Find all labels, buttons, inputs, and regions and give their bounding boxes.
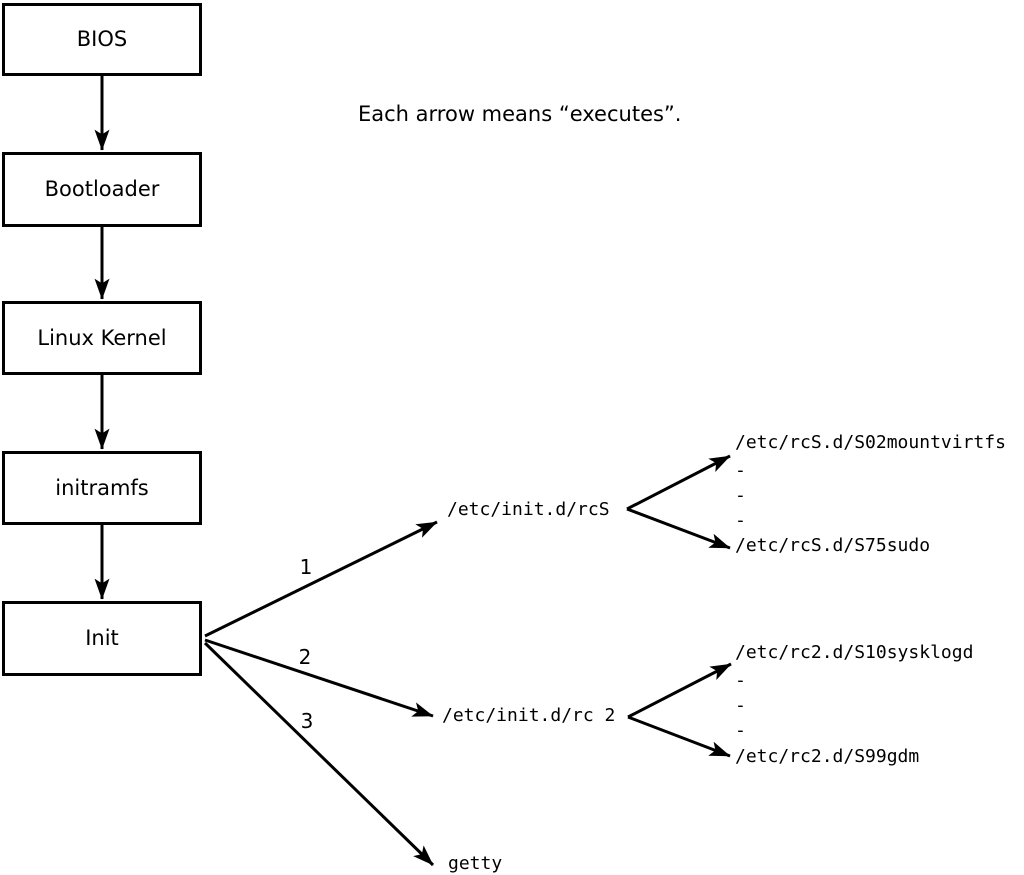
box-bootloader-label: Bootloader: [44, 177, 160, 201]
arrow-order-3: 3: [300, 709, 314, 733]
arrow-init-to-getty: [203, 641, 435, 867]
box-init-label: Init: [85, 626, 119, 650]
arrow-rcS-to-last-script: [626, 507, 731, 550]
box-bios: BIOS: [2, 3, 202, 76]
rcS-ellipsis-dash: -: [735, 485, 746, 506]
label-init-d-rcS: /etc/init.d/rcS: [447, 499, 610, 520]
arrow-rcS-to-first-script: [626, 454, 731, 511]
rc2-ellipsis-dash: -: [735, 695, 746, 716]
box-bootloader: Bootloader: [2, 152, 202, 227]
arrow-init-to-rc2: [204, 638, 434, 718]
box-linux-kernel-label: Linux Kernel: [37, 325, 167, 350]
rc2-ellipsis-dash: -: [735, 670, 746, 691]
arrow-order-1: 1: [299, 555, 313, 579]
label-rc2-last-script: /etc/rc2.d/S99gdm: [735, 746, 920, 767]
label-rcS-first-script: /etc/rcS.d/S02mountvirtfs: [735, 432, 1006, 453]
box-bios-label: BIOS: [76, 27, 128, 51]
label-init-d-rc2: /etc/init.d/rc 2: [442, 705, 616, 726]
label-rcS-last-script: /etc/rcS.d/S75sudo: [735, 535, 931, 556]
rcS-ellipsis-dash: -: [735, 460, 746, 481]
label-getty: getty: [448, 853, 503, 874]
box-linux-kernel: Linux Kernel: [2, 301, 202, 375]
arrow-rc2-to-last-script: [627, 715, 731, 758]
executes-note: Each arrow means “executes”.: [358, 102, 682, 126]
label-rc2-first-script: /etc/rc2.d/S10sysklogd: [735, 642, 974, 663]
box-initramfs-label: initramfs: [55, 475, 149, 500]
arrow-order-2: 2: [298, 645, 312, 669]
box-initramfs: initramfs: [2, 451, 202, 525]
rc2-ellipsis-dash: -: [735, 720, 746, 741]
arrow-init-to-rcS: [204, 520, 438, 638]
rcS-ellipsis-dash: -: [735, 510, 746, 531]
box-init: Init: [2, 601, 202, 676]
arrow-rc2-to-first-script: [627, 662, 732, 719]
